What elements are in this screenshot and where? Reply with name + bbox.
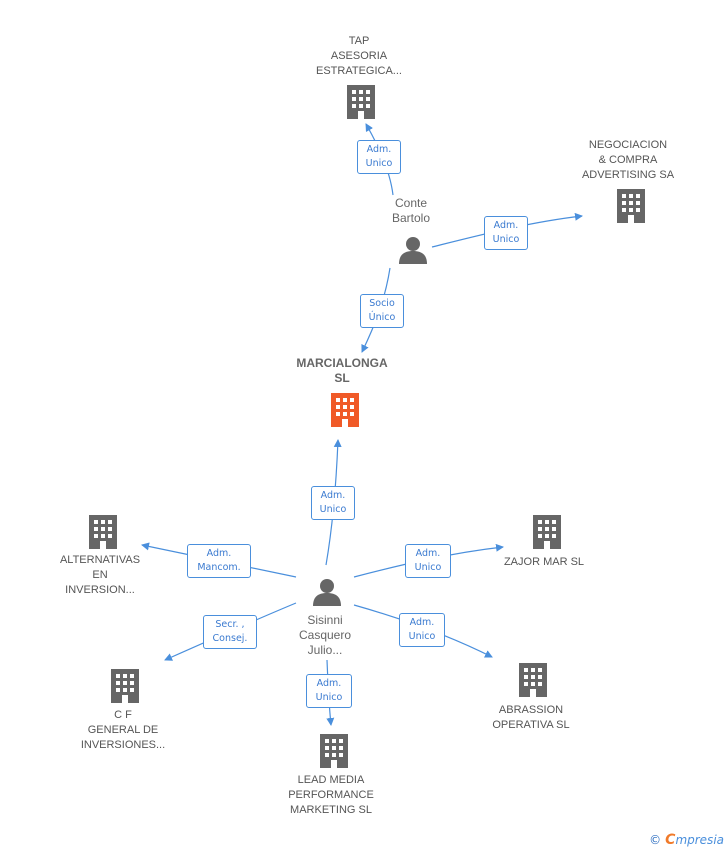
node-label-negociacion[interactable]: NEGOCIACION & COMPRA ADVERTISING SA bbox=[581, 139, 675, 181]
person-icon-conte[interactable] bbox=[399, 237, 427, 264]
copyright-icon: © bbox=[649, 833, 662, 847]
company-icon-negociacion[interactable] bbox=[617, 189, 645, 223]
brand-logo-text: mpresia bbox=[675, 833, 724, 847]
company-icon-cf[interactable] bbox=[111, 669, 139, 703]
node-label-abrassion[interactable]: ABRASSION OPERATIVA SL bbox=[492, 704, 570, 731]
brand-logo-initial: C bbox=[665, 832, 676, 848]
brand-footer[interactable]: ©Cmpresia bbox=[649, 832, 724, 848]
company-icon-zajor[interactable] bbox=[533, 515, 561, 549]
edge-label-sisinni-alternativas: Adm. Mancom. bbox=[187, 544, 251, 578]
company-icon-marcialonga[interactable] bbox=[331, 393, 359, 427]
company-icon-leadmedia[interactable] bbox=[320, 734, 348, 768]
node-label-tap[interactable]: TAP ASESORIA ESTRATEGICA... bbox=[316, 35, 402, 77]
company-icon-abrassion[interactable] bbox=[519, 663, 547, 697]
edge-label-sisinni-marcialonga: Adm. Unico bbox=[311, 486, 355, 520]
node-label-leadmedia[interactable]: LEAD MEDIA PERFORMANCE MARKETING SL bbox=[288, 774, 374, 816]
edge-label-conte-negociacion: Adm. Unico bbox=[484, 216, 528, 250]
node-label-conte[interactable]: Conte Bartolo bbox=[391, 196, 431, 225]
edge-label-sisinni-leadmedia: Adm. Unico bbox=[306, 674, 352, 708]
node-label-cf[interactable]: C F GENERAL DE INVERSIONES... bbox=[80, 709, 166, 751]
edge-label-sisinni-zajor: Adm. Unico bbox=[405, 544, 451, 578]
edge-label-conte-marcialonga: Socio Único bbox=[360, 294, 404, 328]
node-label-zajor[interactable]: ZAJOR MAR SL bbox=[503, 556, 585, 568]
company-icon-alternativas[interactable] bbox=[89, 515, 117, 549]
node-label-alternativas[interactable]: ALTERNATIVAS EN INVERSION... bbox=[59, 554, 141, 596]
edge-label-sisinni-cf: Secr. , Consej. bbox=[203, 615, 257, 649]
edge-label-sisinni-abrassion: Adm. Unico bbox=[399, 613, 445, 647]
node-label-sisinni[interactable]: Sisinni Casquero Julio... bbox=[298, 613, 352, 657]
person-icon-sisinni[interactable] bbox=[313, 579, 341, 606]
company-icon-tap[interactable] bbox=[347, 85, 375, 119]
node-label-marcialonga[interactable]: MARCIALONGA SL bbox=[296, 356, 388, 385]
edge-label-conte-tap: Adm. Unico bbox=[357, 140, 401, 174]
